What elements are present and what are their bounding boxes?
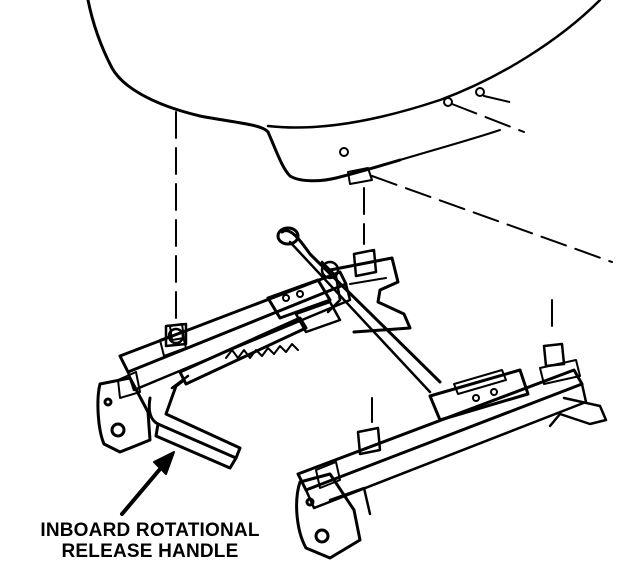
alignment-lines bbox=[175, 95, 613, 423]
outboard-seat-track bbox=[295, 359, 608, 560]
inboard-rotational-release-handle bbox=[147, 316, 308, 470]
cross-cable bbox=[276, 226, 442, 394]
callout-arrow bbox=[120, 451, 175, 516]
track-studs bbox=[164, 248, 566, 456]
upper-bracket bbox=[328, 256, 412, 334]
callout-line-1: INBOARD ROTATIONAL bbox=[40, 520, 260, 541]
callout-line-2: RELEASE HANDLE bbox=[61, 541, 239, 562]
inboard-seat-track bbox=[96, 270, 352, 454]
release-handle-callout: INBOARD ROTATIONAL RELEASE HANDLE bbox=[0, 520, 300, 562]
seat-cushion bbox=[86, 0, 602, 185]
